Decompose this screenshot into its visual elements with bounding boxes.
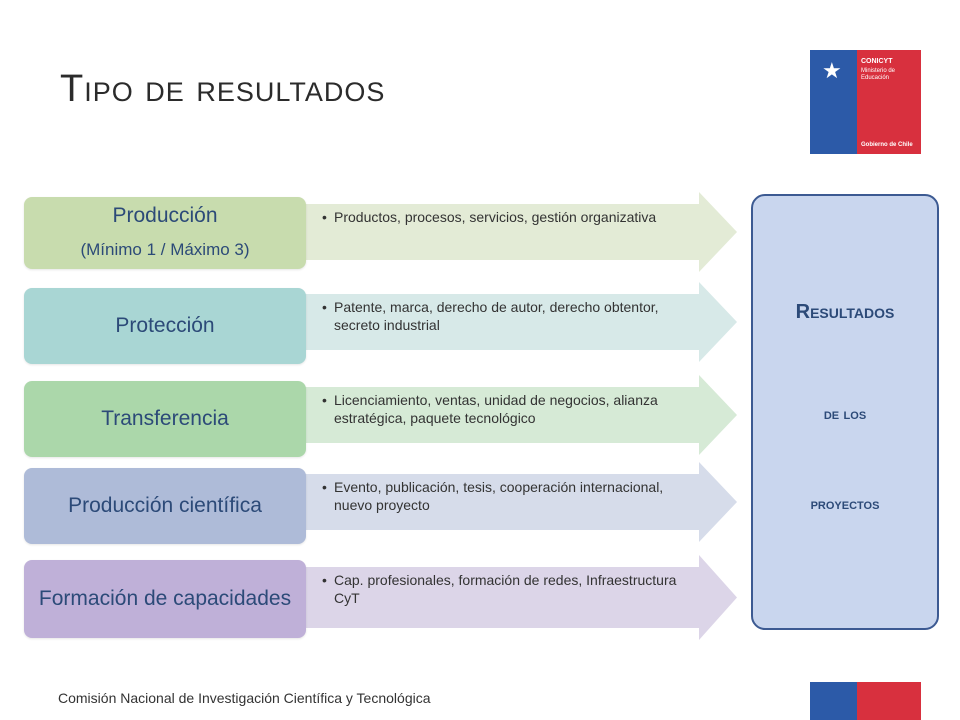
footer-flag-red [857, 682, 921, 720]
result-type-description: Productos, procesos, servicios, gestión … [322, 208, 704, 226]
result-type-name: Producción [112, 204, 218, 227]
result-type-description: Evento, publicación, tesis, cooperación … [322, 478, 704, 514]
logo-government: Gobierno de Chile [861, 142, 913, 148]
logo-ministry: Ministerio de Educación [861, 68, 896, 81]
result-type-label: Producción (Mínimo 1 / Máximo 3) [24, 197, 306, 269]
result-type-name: Transferencia [101, 407, 229, 430]
result-row: Producción científica Evento, publicación… [24, 462, 740, 544]
result-type-label: Transferencia [24, 381, 306, 457]
result-type-label: Protección [24, 288, 306, 364]
results-line-3: proyectos [810, 496, 880, 513]
result-row: Producción (Mínimo 1 / Máximo 3) Productos… [24, 192, 740, 272]
result-type-description: Licenciamiento, ventas, unidad de negoci… [322, 391, 704, 427]
slide-title: Tipo de resultados [60, 68, 386, 110]
logo-blue-block: ★ [810, 50, 857, 154]
conicyt-logo: ★ CONICYT Ministerio de Educación Gobier… [810, 50, 921, 154]
results-line-2: de los [823, 406, 867, 423]
results-box: Resultados de los proyectos [751, 194, 939, 630]
logo-name: CONICYT [861, 58, 893, 65]
footer-flag [810, 682, 921, 720]
result-type-name: Formación de capacidades [38, 587, 292, 610]
result-row: Transferencia Licenciamiento, ventas, uni… [24, 375, 740, 457]
result-type-constraint: (Mínimo 1 / Máximo 3) [80, 240, 250, 259]
result-row: Protección Patente, marca, derecho de aut… [24, 282, 740, 364]
result-type-name: Producción científica [68, 494, 262, 517]
result-type-label: Formación de capacidades [24, 560, 306, 638]
footer-text: Comisión Nacional de Investigación Cient… [58, 690, 431, 706]
result-row: Formación de capacidades Cap. profesional… [24, 555, 740, 640]
result-type-label: Producción científica [24, 468, 306, 544]
chevron-arrow-shape [279, 192, 737, 272]
result-type-name: Protección [115, 314, 215, 337]
result-type-description: Patente, marca, derecho de autor, derech… [322, 298, 704, 334]
coat-of-arms-icon: ★ [822, 58, 842, 83]
result-type-description: Cap. profesionales, formación de redes, … [322, 571, 704, 607]
logo-red-block: CONICYT Ministerio de Educación Gobierno… [857, 50, 921, 154]
results-line-1: Resultados [795, 301, 895, 323]
footer-flag-blue [810, 682, 857, 720]
